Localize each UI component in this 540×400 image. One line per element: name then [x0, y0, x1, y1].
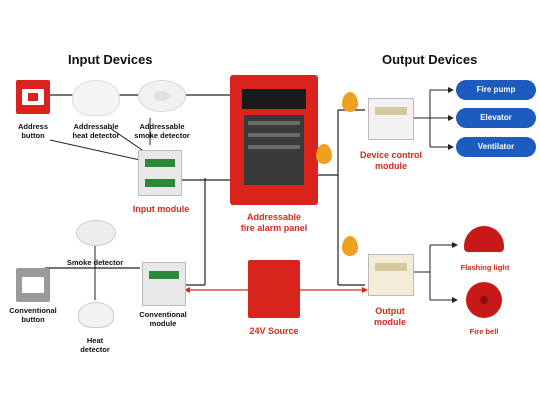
input-module-label: Input module [132, 204, 190, 214]
smoke-detector-image [138, 80, 186, 112]
conventional-smoke-detector-image [76, 220, 116, 246]
smoke-detector-label: Addressable smoke detector [134, 122, 190, 140]
fire-alarm-panel-image [230, 75, 318, 205]
fire-bell-image [466, 282, 502, 318]
device-control-module-image [368, 98, 414, 140]
conventional-module-image [142, 262, 186, 306]
heat-detector-label: Addressable heat detector [72, 122, 120, 140]
device-control-module-label: Device control module [359, 150, 423, 171]
output-devices-title: Output Devices [382, 52, 478, 67]
address-button-label: Address button [17, 122, 48, 140]
input-module-image [138, 150, 182, 196]
conventional-smoke-detector-label: Smoke detector [66, 258, 124, 267]
conventional-module-label: Conventional module [139, 310, 187, 328]
flashing-light-label: Flashing light [460, 263, 510, 272]
24v-source-image [248, 260, 300, 318]
input-devices-title: Input Devices [68, 52, 153, 67]
elevator-pill: Elevator [456, 108, 536, 128]
conventional-heat-detector-label: Heat detector [80, 336, 110, 354]
address-button-image [16, 80, 50, 114]
flashing-light-image [464, 226, 504, 252]
fire-bell-label: Fire bell [469, 327, 499, 336]
fire-alarm-panel-label: Addressable fire alarm panel [240, 212, 308, 233]
heat-detector-image [72, 80, 120, 116]
output-module-image [368, 254, 414, 296]
24v-source-label: 24V Source [249, 326, 299, 336]
output-module-label: Output module [373, 306, 406, 327]
conventional-button-image [16, 268, 50, 302]
fire-pump-pill: Fire pump [456, 80, 536, 100]
conventional-heat-detector-image [78, 302, 114, 328]
flame-icon [342, 92, 358, 112]
flame-icon [316, 144, 332, 164]
flame-icon [342, 236, 358, 256]
ventilator-pill: Ventilator [456, 137, 536, 157]
conventional-button-label: Conventional button [9, 306, 57, 324]
